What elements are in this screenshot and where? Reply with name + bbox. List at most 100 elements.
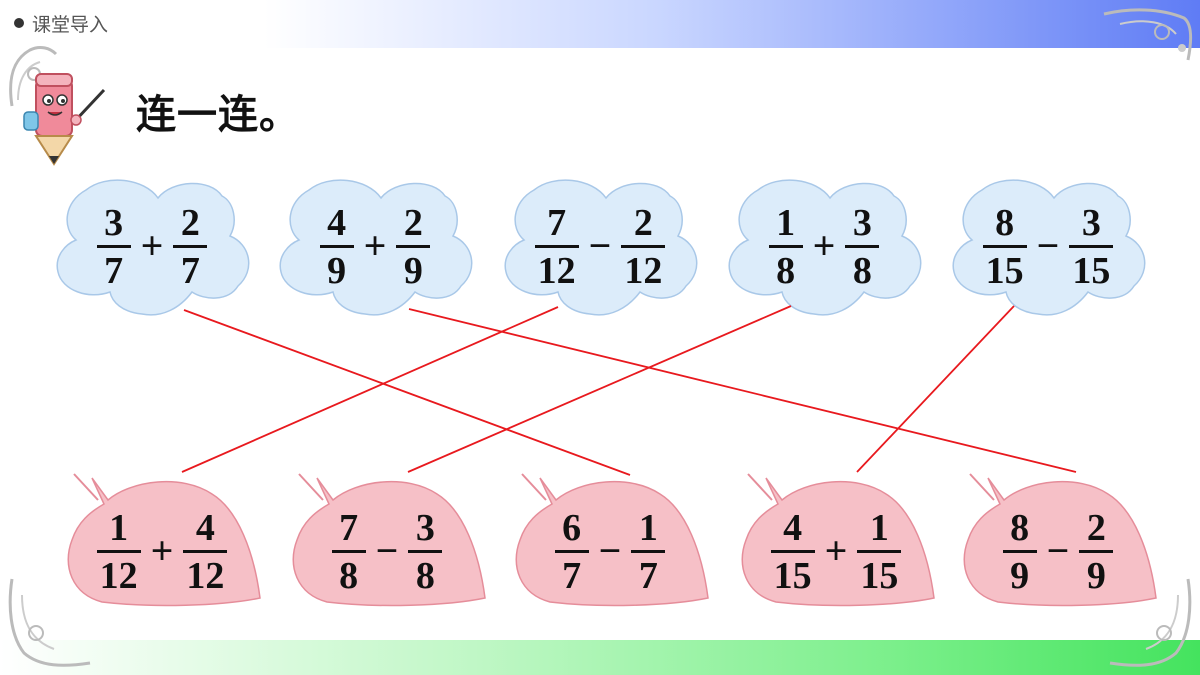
fraction-bar	[534, 245, 579, 248]
numerator: 4	[195, 507, 215, 549]
denominator: 8	[415, 555, 435, 597]
operator: +	[150, 527, 174, 573]
denominator: 12	[537, 250, 576, 292]
cloud-outline	[504, 179, 698, 316]
cloud-shape	[279, 179, 473, 316]
fraction-bar	[319, 245, 354, 248]
denominator: 15	[860, 555, 899, 597]
leaf-shape	[292, 473, 486, 607]
denominator: 7	[562, 555, 582, 597]
leaf-outline	[741, 477, 935, 607]
denominator: 8	[776, 250, 796, 292]
instruction-text: 连一连。	[136, 92, 300, 138]
pencil-teacher-mascot-icon	[23, 73, 106, 166]
numerator: 3	[1081, 202, 1101, 244]
leaf-stem	[969, 473, 995, 501]
denominator: 7	[180, 250, 200, 292]
operator: +	[140, 222, 164, 268]
fraction-bar	[845, 245, 880, 248]
fraction-bar	[173, 245, 208, 248]
connection-line	[407, 305, 792, 473]
numerator: 1	[638, 507, 658, 549]
leaf-shape	[741, 473, 935, 607]
numerator: 1	[869, 507, 889, 549]
leaf-stem	[298, 473, 324, 501]
numerator: 7	[339, 507, 359, 549]
operator: −	[598, 527, 622, 573]
fraction-bar	[331, 550, 366, 553]
cloud-outline	[952, 179, 1146, 316]
fraction-bar	[768, 245, 803, 248]
denominator: 12	[186, 555, 225, 597]
numerator: 6	[562, 507, 582, 549]
connection-line	[181, 306, 559, 473]
leaf-shape	[67, 473, 261, 607]
cloud-outline	[728, 179, 922, 316]
numerator: 3	[104, 202, 124, 244]
fraction-bar	[1002, 550, 1037, 553]
denominator: 9	[327, 250, 347, 292]
denominator: 9	[1010, 555, 1030, 597]
numerator: 2	[180, 202, 200, 244]
corner-ornament-bottom-right-icon	[1109, 578, 1192, 667]
section-label: 课堂导入	[32, 13, 109, 36]
denominator: 8	[339, 555, 359, 597]
denominator: 7	[638, 555, 658, 597]
corner-ornament-top-right-icon	[1103, 8, 1193, 61]
denominator: 12	[99, 555, 138, 597]
operator: −	[1036, 222, 1060, 268]
cloud-shape	[952, 179, 1146, 316]
numerator: 4	[327, 202, 347, 244]
numerator: 2	[633, 202, 653, 244]
fraction-bar	[408, 550, 443, 553]
cloud-shape	[728, 179, 922, 316]
fraction-bar	[1079, 550, 1114, 553]
fraction-bar	[96, 550, 141, 553]
leaf-stem	[73, 473, 99, 501]
numerator: 1	[776, 202, 796, 244]
denominator: 9	[403, 250, 423, 292]
leaf-outline	[963, 477, 1157, 607]
cloud-outline	[56, 179, 250, 316]
connection-line	[856, 305, 1015, 473]
leaf-outline	[515, 477, 709, 607]
fraction-bar	[554, 550, 589, 553]
numerator: 1	[109, 507, 129, 549]
leaf-stem	[521, 473, 547, 501]
numerator: 3	[852, 202, 872, 244]
fraction-bar	[770, 550, 815, 553]
fraction-bar	[857, 550, 902, 553]
operator: −	[375, 527, 399, 573]
cloud-shape	[504, 179, 698, 316]
